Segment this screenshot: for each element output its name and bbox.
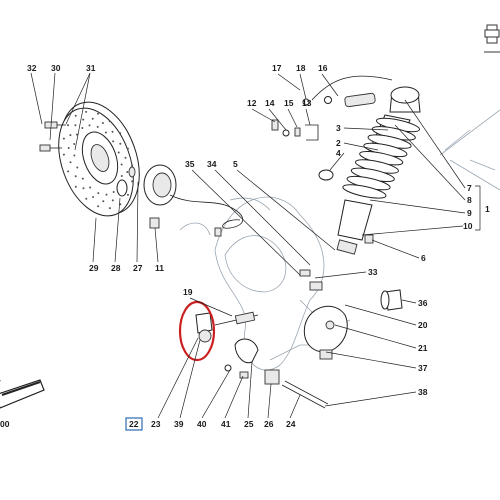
label-29[interactable]: 29 (89, 263, 99, 273)
label-5[interactable]: 5 (233, 159, 238, 169)
label-31[interactable]: 31 (86, 63, 96, 73)
label-32[interactable]: 32 (27, 63, 37, 73)
abs-sensor-cable[interactable] (169, 194, 243, 237)
label-4[interactable]: 4 (336, 148, 341, 158)
shock-absorber[interactable] (311, 75, 421, 255)
label-37[interactable]: 37 (418, 363, 428, 373)
label-33[interactable]: 33 (368, 267, 378, 277)
part-22-bracket[interactable] (195, 312, 213, 343)
direction-arrow-icon (0, 379, 45, 409)
label-25[interactable]: 25 (244, 419, 254, 429)
label-26[interactable]: 26 (264, 419, 274, 429)
label-12[interactable]: 12 (247, 98, 257, 108)
label-9[interactable]: 9 (467, 208, 472, 218)
label-2[interactable]: 2 (336, 138, 341, 148)
label-1[interactable]: 1 (485, 204, 490, 214)
label-27[interactable]: 27 (133, 263, 143, 273)
label-18[interactable]: 18 (296, 63, 306, 73)
label-17[interactable]: 17 (272, 63, 282, 73)
label-22[interactable]: 22 (129, 419, 139, 429)
leader-lines (30, 72, 481, 419)
label-11[interactable]: 11 (155, 263, 164, 273)
top-mount-fasteners[interactable] (271, 96, 334, 181)
label-14[interactable]: 14 (265, 98, 275, 108)
label-19[interactable]: 19 (183, 287, 193, 297)
label-20[interactable]: 20 (418, 320, 428, 330)
label-16[interactable]: 16 (318, 63, 328, 73)
wheel-hub[interactable] (116, 164, 177, 229)
callout-labels: 32 30 31 17 18 16 12 14 15 13 3 2 4 7 8 … (0, 63, 490, 431)
label-38[interactable]: 38 (418, 387, 428, 397)
label-36[interactable]: 36 (418, 298, 428, 308)
fragment-label: 00 (0, 419, 10, 429)
label-7[interactable]: 7 (467, 183, 472, 193)
label-41[interactable]: 41 (221, 419, 231, 429)
label-6[interactable]: 6 (421, 253, 426, 263)
label-21[interactable]: 21 (418, 343, 428, 353)
lower-linkage[interactable] (214, 311, 329, 409)
label-15[interactable]: 15 (284, 98, 294, 108)
label-34[interactable]: 34 (207, 159, 217, 169)
label-35[interactable]: 35 (185, 159, 195, 169)
label-28[interactable]: 28 (111, 263, 121, 273)
selected-part-box[interactable] (125, 417, 143, 431)
label-24[interactable]: 24 (286, 419, 296, 429)
highlight-circle (178, 300, 216, 362)
printer-icon[interactable] (484, 24, 500, 44)
label-8[interactable]: 8 (467, 195, 472, 205)
label-39[interactable]: 39 (174, 419, 184, 429)
label-13[interactable]: 13 (302, 98, 312, 108)
label-23[interactable]: 23 (151, 419, 161, 429)
label-3[interactable]: 3 (336, 123, 341, 133)
label-10[interactable]: 10 (463, 221, 473, 231)
label-30[interactable]: 30 (51, 63, 61, 73)
hub-carrier[interactable] (299, 269, 403, 360)
label-40[interactable]: 40 (197, 419, 207, 429)
